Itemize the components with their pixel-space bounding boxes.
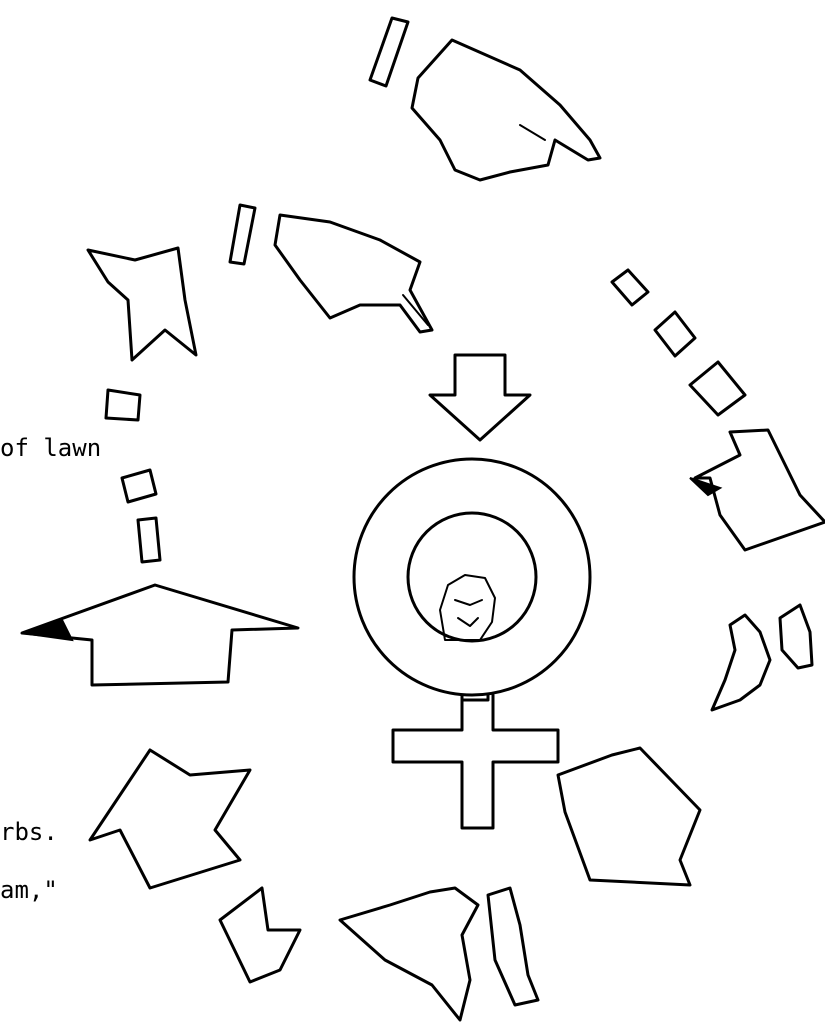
text-fragment-am: am," <box>0 878 58 902</box>
bottom-arrow-fragments-icon <box>220 888 538 1020</box>
right-arrow-chain-icon <box>612 270 825 550</box>
lower-left-arrow-icon <box>90 750 250 888</box>
raised-fist-icon <box>440 575 495 640</box>
text-fragment-lawn: of lawn <box>0 436 101 460</box>
down-arrow-icon <box>430 355 530 440</box>
text-fragment-rbs: rbs. <box>0 820 58 844</box>
pointing-hand-icon <box>370 18 600 180</box>
lower-right-arrow-icon <box>558 748 700 885</box>
female-venus-symbol-icon <box>354 459 590 828</box>
left-upper-arrow-icon <box>88 248 196 562</box>
right-small-fragments-icon <box>712 605 812 710</box>
hand-fragment-icon <box>230 205 432 332</box>
